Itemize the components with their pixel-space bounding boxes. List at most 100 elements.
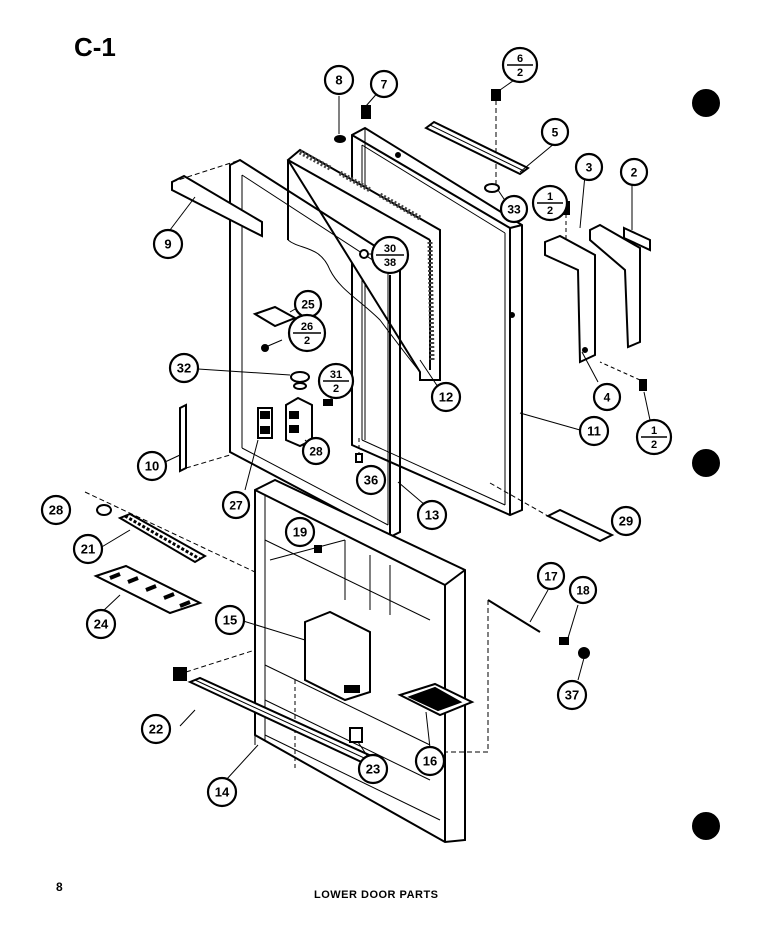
callout-circle — [72, 533, 104, 565]
callout-circle — [140, 713, 172, 745]
callout-33: 33 — [499, 194, 529, 224]
part-10-strip — [164, 403, 231, 473]
callout-numerator: 1 — [547, 191, 553, 203]
part-21-bar — [99, 512, 207, 564]
callout-circle — [536, 561, 566, 591]
callout-circle — [284, 516, 316, 548]
callout-circle — [592, 382, 622, 412]
callout-circle — [40, 494, 72, 526]
callout-label: 10 — [145, 459, 159, 474]
callout-label: 37 — [565, 688, 579, 703]
part-28-hinge-block — [285, 396, 313, 448]
callout-label: 22 — [149, 722, 163, 737]
callout-circle — [540, 117, 570, 147]
callout-4: 4 — [592, 382, 622, 412]
callout-25: 25 — [293, 289, 323, 319]
callout-6-2: 62 — [501, 46, 539, 84]
callout-label: 23 — [366, 762, 380, 777]
callout-10: 10 — [136, 450, 168, 482]
callout-36: 36 — [355, 464, 387, 496]
part-26-screw — [261, 339, 283, 352]
callout-denominator: 38 — [384, 257, 396, 269]
callout-24: 24 — [85, 608, 117, 640]
callout-1-2a: 12 — [531, 184, 569, 222]
callout-circle — [168, 352, 200, 384]
callout-label: 25 — [301, 298, 315, 312]
part-29-trim — [489, 482, 615, 543]
binding-hole-top — [692, 89, 720, 117]
callout-13: 13 — [416, 499, 448, 531]
callout-circle — [578, 415, 610, 447]
callout-circle — [357, 753, 389, 785]
callout-circle — [619, 157, 649, 187]
callout-circle — [301, 436, 331, 466]
callout-label: 28 — [49, 503, 63, 518]
part-3-hinge-bracket — [544, 174, 599, 383]
binding-hole-bottom — [692, 812, 720, 840]
part-32-knob — [197, 368, 310, 390]
callout-label: 28 — [309, 445, 323, 459]
callout-label: 7 — [381, 78, 388, 92]
callout-label: 21 — [81, 542, 95, 557]
callout-28a: 28 — [301, 436, 331, 466]
part-3-hinge-plate — [589, 223, 641, 349]
callout-27: 27 — [221, 490, 251, 520]
callout-numerator: 1 — [651, 425, 657, 437]
callout-circle — [568, 575, 598, 605]
part-24-rack — [93, 564, 203, 615]
callout-denominator: 2 — [304, 335, 310, 347]
callout-26-2: 262 — [287, 313, 327, 353]
callout-circle — [556, 679, 588, 711]
callout-numerator: 6 — [517, 53, 523, 65]
callout-numerator: 26 — [301, 321, 313, 333]
callout-22a: 22 — [140, 713, 172, 745]
part-36-clip — [355, 438, 363, 463]
callout-denominator: 2 — [517, 67, 523, 79]
part-8-screw — [334, 96, 346, 143]
callout-circle — [323, 64, 355, 96]
callout-denominator: 2 — [547, 205, 553, 217]
callout-label: 14 — [215, 785, 230, 800]
callout-label: 11 — [587, 424, 601, 439]
callout-1-2b: 12 — [635, 418, 673, 456]
callout-circle — [416, 499, 448, 531]
callout-16: 16 — [414, 745, 446, 777]
callout-label: 12 — [439, 390, 453, 405]
callout-19: 19 — [284, 516, 316, 548]
callout-label: 8 — [335, 73, 342, 88]
callout-circle — [85, 608, 117, 640]
callout-label: 19 — [293, 525, 307, 540]
part-15-plate — [239, 610, 371, 702]
callout-circle — [221, 490, 251, 520]
callout-label: 29 — [619, 514, 633, 529]
part-12-insulation — [286, 148, 441, 391]
callout-numerator: 30 — [384, 243, 396, 255]
callout-circle — [610, 505, 642, 537]
callout-numerator: 31 — [330, 369, 342, 381]
part-1-screw-lower — [599, 361, 651, 421]
callout-label: 18 — [576, 584, 590, 598]
callout-label: 27 — [229, 499, 243, 513]
callout-12: 12 — [430, 381, 462, 413]
callout-2: 2 — [619, 157, 649, 187]
part-18-nut — [559, 604, 579, 645]
callout-28b: 28 — [40, 494, 72, 526]
diagram-caption: LOWER DOOR PARTS — [314, 889, 439, 901]
callout-32: 32 — [168, 352, 200, 384]
callout-label: 3 — [586, 161, 593, 175]
callout-31-2: 312 — [317, 362, 355, 400]
callout-7: 7 — [369, 69, 399, 99]
callout-circle — [136, 450, 168, 482]
part-19-screw — [314, 545, 322, 553]
page-number: 8 — [56, 880, 63, 894]
callout-denominator: 2 — [651, 439, 657, 451]
part-37-cap — [577, 647, 590, 681]
part-27-hinge-plate — [244, 407, 273, 491]
callout-label: 33 — [507, 203, 521, 217]
callout-circle — [152, 228, 184, 260]
page-title: C-1 — [74, 32, 116, 62]
callout-label: 5 — [552, 126, 559, 140]
